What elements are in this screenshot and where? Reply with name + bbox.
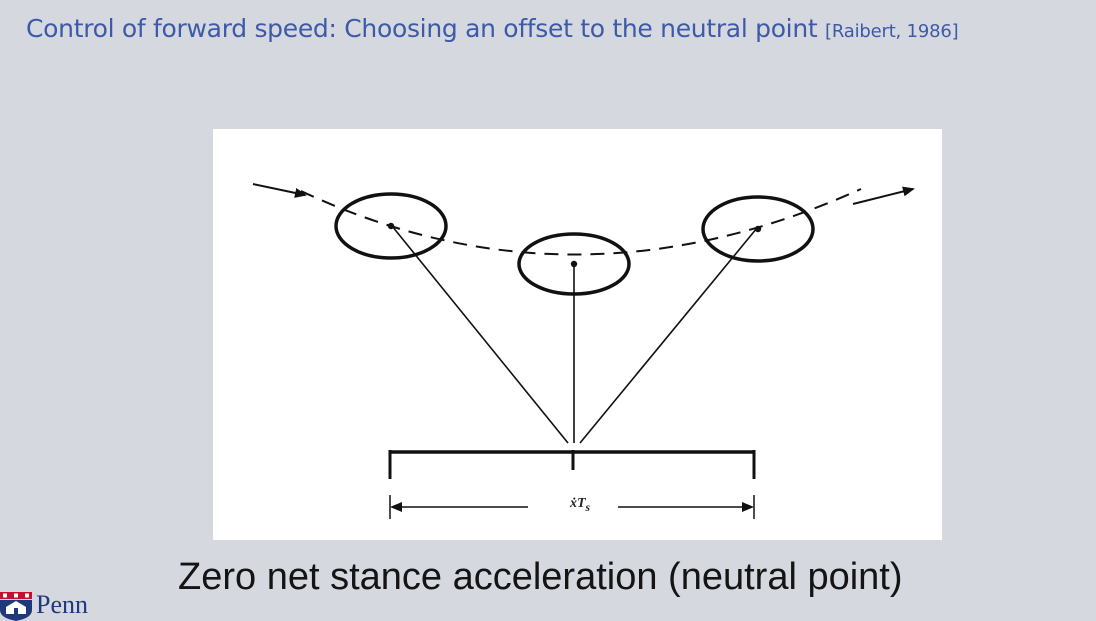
slide-title: Control of forward speed: Choosing an of…	[26, 14, 1086, 43]
stance-distance-label-subscript: s	[585, 500, 591, 514]
exit-arrow	[852, 186, 915, 205]
slide-title-citation: [Raibert, 1986]	[825, 21, 959, 42]
body-liftoff	[701, 195, 815, 263]
penn-logo: Penn	[0, 590, 110, 621]
stance-distance-label: ẋTs	[548, 496, 612, 514]
penn-wordmark: Penn	[36, 590, 88, 619]
slide-title-main: Control of forward speed: Choosing an of…	[26, 14, 826, 43]
stance-distance-label-main: ẋT	[569, 496, 586, 511]
entry-arrow	[252, 183, 307, 198]
hip-point-touchdown	[387, 222, 395, 230]
penn-shield-icon	[0, 592, 32, 621]
diagram-drawing	[252, 183, 915, 519]
leg-touchdown	[391, 225, 569, 444]
neutral-point-diagram	[213, 129, 942, 540]
hip-point-midstance	[570, 260, 578, 268]
leg-liftoff	[579, 227, 758, 444]
body-touchdown	[334, 192, 448, 260]
slide-caption: Zero net stance acceleration (neutral po…	[178, 556, 903, 598]
body-trajectory-dashed	[300, 188, 862, 256]
body-midstance	[517, 232, 631, 296]
hip-point-liftoff	[754, 225, 762, 233]
